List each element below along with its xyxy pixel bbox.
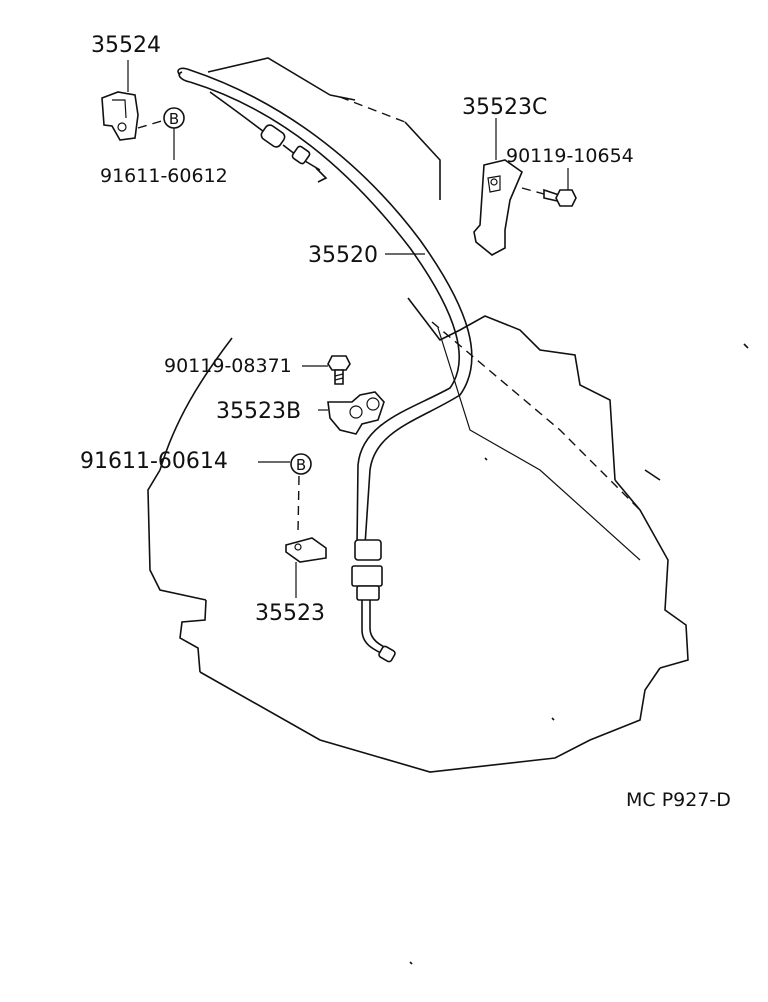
label-35524: 35524 (91, 33, 161, 58)
cable-35520 (177, 67, 473, 663)
clip-b-upper: B (163, 107, 185, 160)
bracket-35523 (285, 537, 327, 598)
label-35523: 35523 (255, 601, 325, 626)
bolt-90119-08371 (302, 355, 351, 385)
label-91611-60614: 91611-60614 (80, 449, 228, 474)
label-35523C: 35523C (462, 95, 547, 120)
label-90119-10654: 90119-10654 (506, 145, 634, 167)
transmission-outline (147, 57, 749, 965)
bracket-35523C (473, 118, 577, 256)
label-35523B: 35523B (216, 399, 301, 424)
bracket-35524 (101, 60, 166, 141)
label-91611-60612: 91611-60612 (100, 165, 228, 187)
clip-b-letter: B (296, 456, 306, 474)
clip-b-lower: B (258, 453, 312, 533)
label-35520: 35520 (308, 243, 378, 268)
clamp-35523B (318, 391, 385, 435)
label-90119-08371: 90119-08371 (164, 355, 292, 377)
diagram-code: MC P927-D (626, 789, 731, 811)
clip-b-letter: B (169, 110, 179, 128)
